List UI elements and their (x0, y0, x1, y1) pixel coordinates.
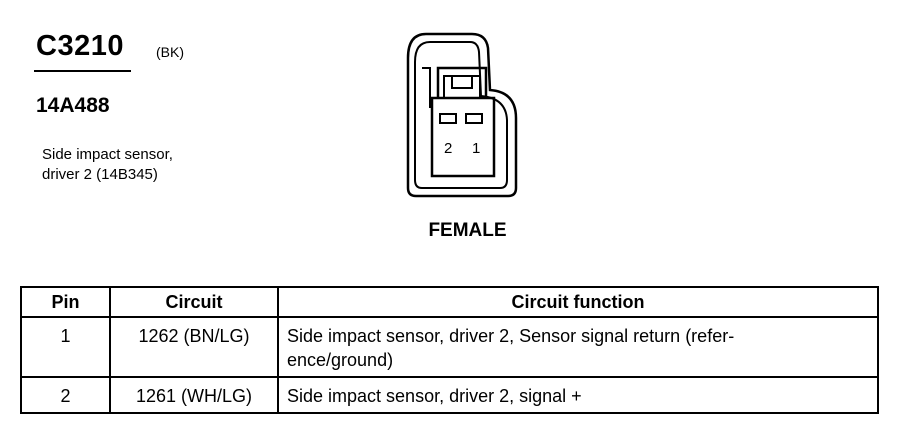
pin-housing (430, 96, 496, 178)
connector-id: C3210 (36, 30, 124, 62)
circuit-cell: 1262 (BN/LG) (109, 316, 279, 378)
connector-gender-label: FEMALE (428, 220, 507, 241)
table-header-row: Pin Circuit Circuit function (20, 286, 879, 318)
pin-cavity-1 (465, 113, 483, 124)
connector-color: (BK) (156, 44, 184, 60)
pin-label: 2 (444, 140, 452, 157)
pin-table: Pin Circuit Circuit function 1 1262 (BN/… (20, 286, 879, 414)
connector-side-tab (422, 67, 431, 108)
part-number: 14A488 (36, 94, 110, 117)
connector-outer-shell (406, 32, 518, 198)
connector-inner-shell (414, 41, 508, 189)
function-cell: Side impact sensor, driver 2, signal + (277, 376, 879, 414)
pin-cell: 2 (20, 376, 111, 414)
connector-description: Side impact sensor, driver 2 (14B345) (42, 145, 173, 185)
circuit-cell: 1261 (WH/LG) (109, 376, 279, 414)
description-line: driver 2 (14B345) (42, 166, 158, 183)
description-line: Side impact sensor, (42, 146, 173, 163)
table-row: 2 1261 (WH/LG) Side impact sensor, drive… (20, 376, 879, 414)
function-line: Side impact sensor, driver 2, signal + (287, 386, 582, 406)
pin-cell: 1 (20, 316, 111, 378)
pin-cavity-2 (439, 113, 457, 124)
connector-id-underline (34, 70, 131, 72)
latch-icon (436, 66, 488, 98)
header-circuit: Circuit (109, 286, 279, 318)
function-line: ence/ground) (287, 350, 394, 370)
function-cell: Side impact sensor, driver 2, Sensor sig… (277, 316, 879, 378)
pin-label: 1 (472, 140, 480, 157)
connector-face-diagram: 2 1 (406, 32, 518, 198)
header-pin: Pin (20, 286, 111, 318)
header-function: Circuit function (277, 286, 879, 318)
function-line: Side impact sensor, driver 2, Sensor sig… (287, 326, 735, 346)
table-row: 1 1262 (BN/LG) Side impact sensor, drive… (20, 316, 879, 378)
